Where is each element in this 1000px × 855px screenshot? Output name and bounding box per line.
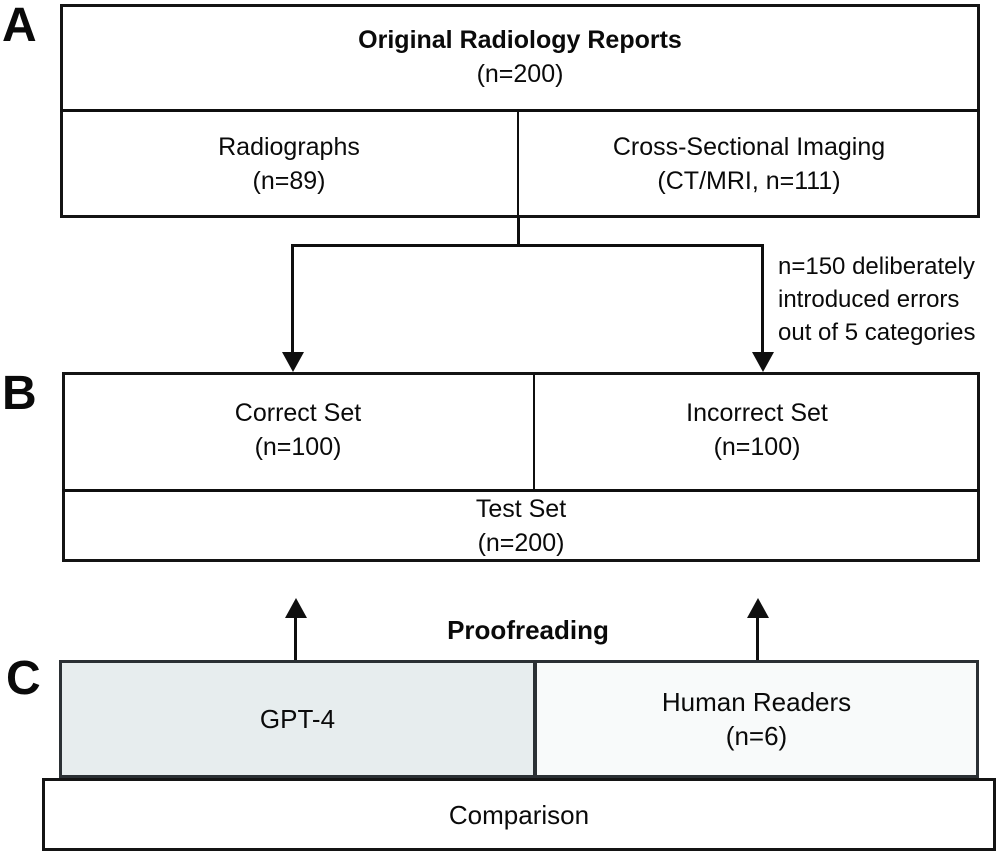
section-b-column-divider [533, 375, 535, 489]
section-a-row-divider [60, 109, 980, 112]
incorrect-set-count: (n=100) [713, 433, 801, 461]
section-b-label: B [2, 367, 37, 420]
cross-sectional-title: Cross-Sectional Imaging [612, 133, 886, 161]
human-readers-box [534, 660, 979, 778]
errors-annotation-line2: introduced errors [778, 286, 960, 313]
original-reports-cell: Original Radiology Reports (n=200) [63, 7, 977, 107]
up-arrow-right-icon [747, 598, 769, 618]
comparison-box [42, 778, 996, 851]
gpt4-title: GPT-4 [259, 704, 336, 734]
test-set-count: (n=200) [477, 529, 565, 557]
down-arrow-right-icon [752, 352, 774, 372]
radiographs-count: (n=89) [252, 167, 326, 195]
section-b-row-divider [62, 489, 980, 492]
human-readers-title: Human Readers [661, 687, 852, 717]
radiographs-cell: Radiographs (n=89) [63, 114, 515, 214]
correct-set-count: (n=100) [254, 433, 342, 461]
down-arrow-right-shaft [761, 244, 764, 356]
errors-annotation-line1: n=150 deliberately [778, 253, 975, 280]
cross-sectional-count: (CT/MRI, n=111) [657, 167, 841, 195]
gpt4-cell: GPT-4 [62, 663, 533, 775]
connector-horizontal-line [292, 244, 764, 247]
original-reports-title: Original Radiology Reports [358, 26, 682, 54]
down-arrow-left-icon [282, 352, 304, 372]
up-arrow-right-shaft [756, 614, 759, 660]
comparison-cell: Comparison [45, 781, 993, 848]
down-arrow-left-shaft [291, 244, 294, 356]
human-readers-count: (n=6) [725, 721, 788, 751]
test-set-cell: Test Set (n=200) [65, 492, 977, 560]
correct-set-cell: Correct Set (n=100) [65, 375, 531, 485]
errors-annotation-line3: out of 5 categories [778, 319, 976, 346]
human-readers-cell: Human Readers (n=6) [537, 663, 976, 775]
section-b-box [62, 372, 980, 562]
test-set-title: Test Set [475, 495, 567, 523]
errors-annotation: n=150 deliberately introduced errors out… [778, 250, 975, 349]
cross-sectional-cell: Cross-Sectional Imaging (CT/MRI, n=111) [521, 114, 977, 214]
radiographs-title: Radiographs [218, 133, 360, 161]
up-arrow-left-shaft [294, 614, 297, 660]
section-a-column-divider [517, 112, 519, 218]
connector-stub-line [517, 218, 520, 247]
incorrect-set-title: Incorrect Set [686, 399, 828, 427]
correct-set-title: Correct Set [234, 399, 362, 427]
section-a-label: A [2, 0, 37, 52]
up-arrow-left-icon [285, 598, 307, 618]
comparison-title: Comparison [448, 799, 590, 830]
section-c-label: C [6, 652, 41, 705]
proofreading-label: Proofreading [447, 615, 609, 645]
original-reports-count: (n=200) [476, 60, 564, 88]
incorrect-set-cell: Incorrect Set (n=100) [537, 375, 977, 485]
